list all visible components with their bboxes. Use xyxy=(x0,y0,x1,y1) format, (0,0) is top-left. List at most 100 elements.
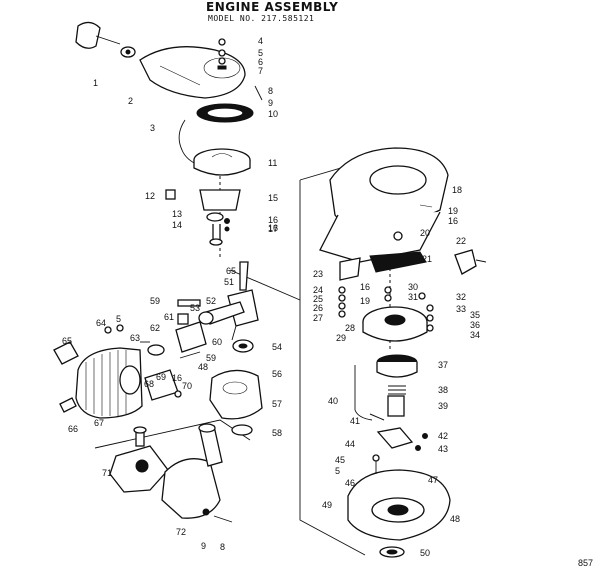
callout: 52 xyxy=(206,296,216,306)
callout: 30 xyxy=(408,282,418,292)
callout: 45 xyxy=(335,455,345,465)
ignition-module-part xyxy=(339,231,403,281)
callout: 26 xyxy=(313,303,323,313)
callout: 50 xyxy=(420,548,430,558)
callout: 28 xyxy=(345,323,355,333)
callout: 17 xyxy=(268,224,278,234)
callout: 12 xyxy=(145,191,155,201)
callout: 56 xyxy=(272,369,282,379)
callout: 48 xyxy=(450,514,460,524)
callout: 39 xyxy=(438,401,448,411)
callout: 4 xyxy=(258,36,263,46)
callout: 7 xyxy=(258,66,263,76)
starter-handle-part xyxy=(75,21,121,49)
key-part xyxy=(165,189,176,200)
callout: 20 xyxy=(420,228,430,238)
cylinder-hardware-part xyxy=(104,324,165,356)
reed-valve-part xyxy=(144,369,182,401)
callout: 72 xyxy=(176,527,186,537)
callout: 9 xyxy=(201,541,206,551)
callout: 10 xyxy=(268,109,278,119)
callout: 6 xyxy=(258,57,263,67)
callout-labels: 1 2 3 4 5 6 7 8 9 10 11 12 13 14 15 16 1… xyxy=(62,36,480,558)
callout: 69 xyxy=(156,372,166,382)
callout: 8 xyxy=(268,86,273,96)
callout: 46 xyxy=(345,478,355,488)
gasket-part xyxy=(53,341,79,365)
callout: 71 xyxy=(102,468,112,478)
callout: 53 xyxy=(190,303,200,313)
callout: 38 xyxy=(438,385,448,395)
diagram-title: ENGINE ASSEMBLY xyxy=(206,0,339,14)
callout: 16 xyxy=(172,373,182,383)
seal-part xyxy=(379,546,405,558)
spark-plug-wire-part xyxy=(454,249,487,275)
cup-and-washers-part xyxy=(199,189,241,246)
callout: 42 xyxy=(438,431,448,441)
callout: 68 xyxy=(144,379,154,389)
callout: 16 xyxy=(448,216,458,226)
callout: 9 xyxy=(268,98,273,108)
callout: 65 xyxy=(226,266,236,276)
callout: 43 xyxy=(438,444,448,454)
callout: 47 xyxy=(428,475,438,485)
callout: 5 xyxy=(258,48,263,58)
callout: 58 xyxy=(272,428,282,438)
spark-plug-part xyxy=(59,397,77,413)
blower-housing-part xyxy=(319,147,449,263)
callout: 34 xyxy=(470,330,480,340)
callout: 16 xyxy=(268,223,278,233)
small-hardware-part xyxy=(338,286,434,332)
blower-screen-part xyxy=(376,354,418,378)
piston-part xyxy=(175,321,207,359)
callout: 41 xyxy=(350,416,360,426)
coil-bracket-part xyxy=(376,427,428,451)
callout: 22 xyxy=(456,236,466,246)
callout: 54 xyxy=(272,342,282,352)
callout: 65 xyxy=(62,336,72,346)
frame-line xyxy=(94,419,251,449)
pulley-part xyxy=(193,148,251,176)
bearing-plate-part xyxy=(347,454,451,541)
muffler-screw-part xyxy=(202,508,233,523)
callout: 51 xyxy=(224,277,234,287)
callout: 57 xyxy=(272,399,282,409)
wrist-pin-part xyxy=(177,299,201,325)
crankcase-part xyxy=(209,369,263,436)
callout: 19 xyxy=(360,296,370,306)
connecting-rod-part xyxy=(198,301,245,325)
callout: 59 xyxy=(206,353,216,363)
callout: 21 xyxy=(422,254,432,264)
cylinder-part xyxy=(75,347,143,419)
frame-line xyxy=(299,180,366,556)
callout: 29 xyxy=(336,333,346,343)
model-number: MODEL NO. 217.585121 xyxy=(208,14,315,23)
starter-screws-part xyxy=(217,38,263,101)
callout: 59 xyxy=(150,296,160,306)
callout: 67 xyxy=(94,418,104,428)
callout: 49 xyxy=(322,500,332,510)
callout: 31 xyxy=(408,292,418,302)
callout: 60 xyxy=(212,337,222,347)
callout: 33 xyxy=(456,304,466,314)
callout: 27 xyxy=(313,313,323,323)
callout: 16 xyxy=(360,282,370,292)
flywheel-part xyxy=(362,306,428,342)
callout: 32 xyxy=(456,292,466,302)
callout: 40 xyxy=(328,396,338,406)
callout: 24 xyxy=(313,285,323,295)
starter-housing-part xyxy=(139,46,246,99)
callout: 14 xyxy=(172,220,182,230)
muffler-part xyxy=(161,423,223,519)
callout: 1 xyxy=(93,78,98,88)
callout: 66 xyxy=(68,424,78,434)
callout: 62 xyxy=(150,323,160,333)
rewind-spring-part xyxy=(196,103,254,123)
callout: 19 xyxy=(448,206,458,216)
callout: 63 xyxy=(130,333,140,343)
callout: 64 xyxy=(96,318,106,328)
callout: 11 xyxy=(268,158,277,168)
callout: 18 xyxy=(452,185,462,195)
air-vane-part xyxy=(369,251,427,273)
